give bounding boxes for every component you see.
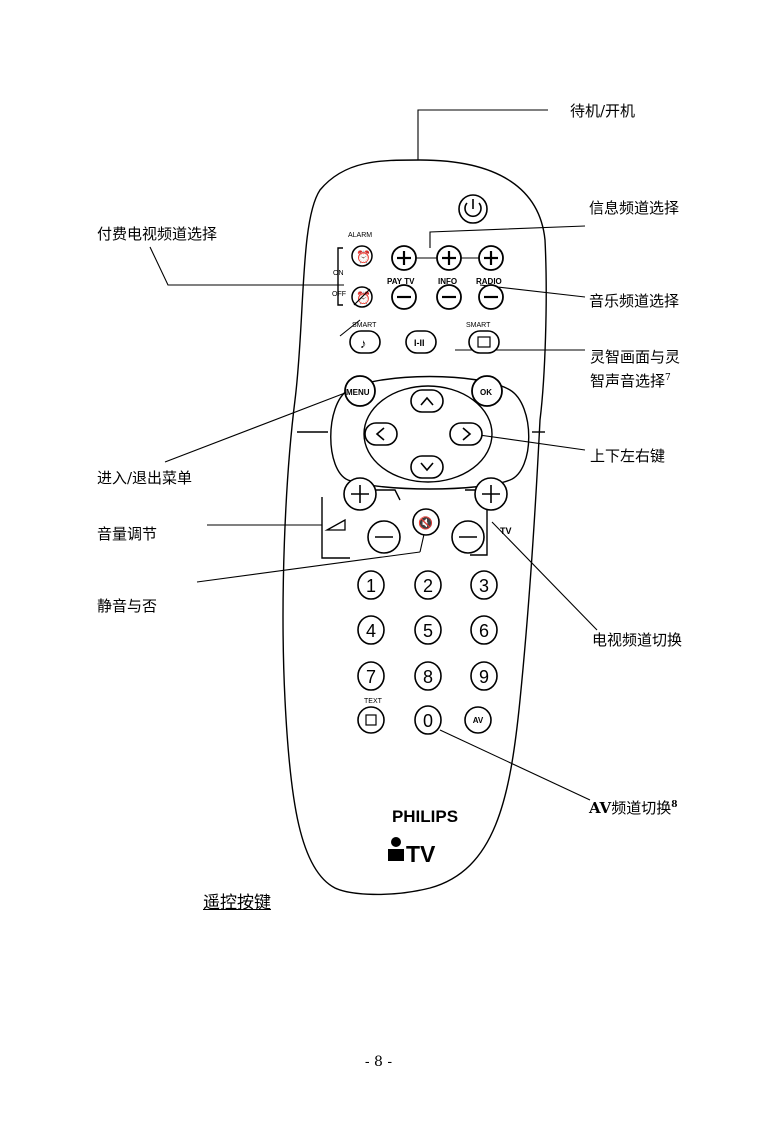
down-button: [410, 455, 444, 479]
leader-menu: [164, 392, 346, 463]
alarm-off-icon: ⏰: [356, 290, 371, 305]
nav-ring: [363, 385, 493, 483]
digit-9-label: 9: [479, 667, 489, 687]
nav-cluster-outline: [330, 375, 530, 490]
digit-button-0: [414, 705, 442, 735]
label-tv-channel: 电视频道切换: [592, 631, 683, 649]
right-arrow-icon: [462, 427, 472, 441]
menu-label: MENU: [346, 388, 370, 397]
digit-2-label: 2: [423, 576, 433, 596]
teletext-icon: [365, 714, 377, 726]
digit-button-3: [470, 570, 498, 600]
pay-tv-label: PAY TV: [387, 277, 415, 286]
left-button: [364, 422, 398, 446]
leader-mute: [196, 551, 421, 583]
label-info-channel: 信息频道选择: [589, 199, 680, 217]
av-label: AV: [473, 716, 484, 725]
remote-body-outline: [282, 159, 547, 896]
digit-button-8: [414, 661, 442, 691]
label-smart-line1: 灵智画面与灵: [590, 348, 681, 366]
smart-sound-label: SMART: [352, 322, 377, 329]
digit-button-4: [357, 615, 385, 645]
digit-button-7: [357, 661, 385, 691]
volume-triangle-icon: [324, 518, 346, 531]
text-button: [357, 706, 385, 734]
digit-6-label: 6: [479, 621, 489, 641]
label-arrow-keys: 上下左右键: [590, 447, 666, 465]
leader-arrows: [464, 432, 586, 451]
right-button: [449, 422, 483, 446]
text-label: TEXT: [364, 698, 383, 705]
digit-3-label: 3: [479, 576, 489, 596]
down-arrow-icon: [420, 462, 434, 472]
radio-label: RADIO: [476, 277, 502, 286]
label-volume: 音量调节: [97, 525, 158, 543]
up-arrow-icon: [420, 396, 434, 406]
off-label: OFF: [332, 291, 346, 298]
leader-pay-tv: [149, 246, 344, 286]
alarm-label: ALARM: [348, 232, 372, 239]
digit-4-label: 4: [366, 621, 376, 641]
alarm-on-button: [351, 245, 373, 267]
digit-8-label: 8: [423, 667, 433, 687]
leader-info: [429, 225, 586, 248]
label-mute: 静音与否: [97, 597, 158, 615]
brand-tv-label: TV: [406, 841, 436, 867]
brand-label: PHILIPS: [392, 807, 458, 826]
digit-1-label: 1: [366, 576, 376, 596]
digit-button-9: [470, 661, 498, 691]
digit-button-1: [357, 570, 385, 600]
mute-button: [412, 508, 440, 536]
brand-logo-icon: [388, 837, 404, 861]
leader-smart-left: [339, 319, 361, 337]
digit-button-6: [470, 615, 498, 645]
tv-label: TV: [500, 526, 512, 536]
mute-speaker-icon: 🔇: [418, 516, 433, 530]
alarm-on-icon: ⏰: [356, 249, 371, 264]
smart-sound-button: [349, 330, 381, 354]
label-menu: 进入/退出菜单: [97, 469, 193, 487]
label-pay-tv-channel: 付费电视频道选择: [97, 225, 218, 243]
leader-tv: [491, 521, 598, 631]
smart-picture-label: SMART: [466, 322, 491, 329]
ok-button: [471, 375, 503, 407]
digit-button-2: [414, 570, 442, 600]
power-button: [458, 194, 488, 224]
info-label: INFO: [438, 277, 457, 286]
ok-label: OK: [480, 388, 492, 397]
digit-0-label: 0: [423, 711, 433, 731]
note-icon: ♪: [360, 336, 367, 351]
on-label: ON: [333, 270, 344, 277]
i-ii-label: I-II: [414, 338, 425, 348]
leader-av: [439, 729, 591, 801]
label-power: 待机/开机: [570, 102, 636, 120]
av-button: [464, 706, 492, 734]
digit-button-5: [414, 615, 442, 645]
label-smart-line2: 智声音选择7: [590, 372, 671, 390]
page-number: - 8 -: [364, 1054, 393, 1070]
digit-5-label: 5: [423, 621, 433, 641]
label-av-channel: AV频道切换8: [589, 799, 678, 817]
label-music-channel: 音乐频道选择: [589, 292, 680, 310]
screen-icon: [477, 336, 491, 348]
smart-picture-button: [468, 330, 500, 354]
leader-power: [417, 109, 548, 160]
digit-7-label: 7: [366, 667, 376, 687]
menu-button: [344, 375, 376, 407]
up-button: [410, 389, 444, 413]
left-arrow-icon: [375, 427, 385, 441]
figure-caption: 遥控按键: [203, 893, 271, 913]
i-ii-button: [405, 330, 437, 354]
